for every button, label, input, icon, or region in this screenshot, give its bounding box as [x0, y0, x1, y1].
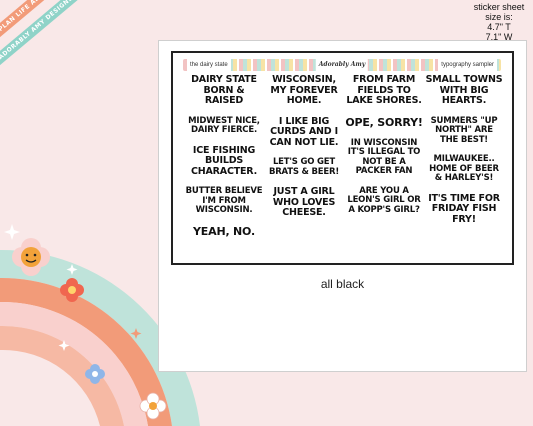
sticker-quote: Midwest Nice, Dairy Fierce. — [188, 115, 260, 135]
rainbow-band-peach — [0, 325, 124, 426]
sticker-quote: From Farm Fields to Lake Shores. — [346, 74, 422, 106]
sheet-header-left: the dairy state — [187, 59, 231, 71]
blue-flower-icon — [85, 364, 105, 384]
sticker-column-2: Wisconsin, My Forever Home. I Like Big C… — [265, 74, 343, 229]
smiley-flower-icon — [12, 238, 50, 276]
color-caption: all black — [320, 277, 365, 291]
sticker-quote: Small Towns with Big Hearts. — [425, 74, 503, 106]
size-line-4: 7.1" W — [485, 32, 513, 42]
sticker-quote: Let's Go Get Brats & Beer! — [268, 157, 340, 177]
sticker-quote: Butter Believe I'm From Wisconsin. — [185, 186, 263, 215]
sticker-quote: In Wisconsin It's Illegal to Not Be a Pa… — [347, 137, 421, 176]
sticker-quote: Ice Fishing Builds Character. — [191, 144, 257, 177]
size-line-3: 4.7" T — [487, 22, 511, 32]
daisy-flower-icon — [139, 392, 167, 420]
rainbow-band-pink — [0, 301, 148, 426]
sticker-quote: Milwaukee.. Home of Beer & Harley's! — [429, 154, 499, 183]
brand-logo: Adorably Amy — [315, 59, 369, 71]
sticker-quote: Yeah, No. — [193, 224, 255, 238]
size-line-1: sticker sheet — [473, 2, 525, 12]
sparkle-icons — [4, 224, 78, 351]
sticker-quote: Are You a Leon's Girl or a Kopp's Girl? — [347, 185, 421, 215]
sticker-column-1: Dairy State Born & Raised Midwest Nice, … — [185, 74, 263, 248]
coral-sparkle-icons — [130, 328, 144, 374]
sticker-quote: Summers "Up North" Are the Best! — [430, 115, 498, 145]
sticker-sheet[interactable]: the dairy state Adorably Amy typography … — [171, 51, 514, 265]
size-line-2: size is: — [485, 12, 513, 22]
sticker-column-4: Small Towns with Big Hearts. Summers "Up… — [425, 74, 503, 235]
sticker-quote: I Like Big Curds and I Can Not Lie. — [269, 115, 339, 148]
sticker-quote: Just a Girl Who Loves Cheese. — [272, 186, 336, 218]
product-card: the dairy state Adorably Amy typography … — [158, 40, 527, 372]
sticker-quote: Wisconsin, My Forever Home. — [270, 74, 338, 106]
red-flower-icon — [60, 278, 84, 302]
sticker-quote: Dairy State Born & Raised — [191, 74, 257, 106]
sticker-quote: Ope, Sorry! — [345, 115, 423, 129]
sheet-header-strip: the dairy state Adorably Amy typography … — [183, 59, 501, 71]
sticker-column-3: From Farm Fields to Lake Shores. Ope, So… — [345, 74, 423, 225]
sticker-size-info: sticker sheet size is: 4.7" T 7.1" W — [469, 2, 529, 42]
sheet-header-right: typography sampler — [438, 59, 497, 71]
sticker-quote: It's Time for Friday Fish Fry! — [428, 192, 500, 225]
